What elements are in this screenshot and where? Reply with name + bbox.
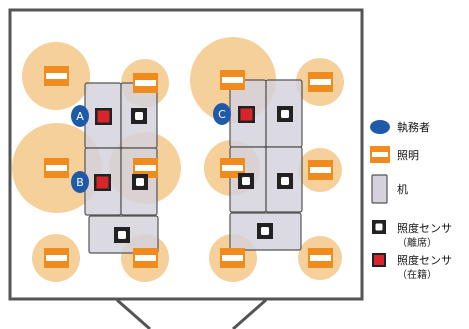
legend-sensor-present: 照度センサ （在籍） xyxy=(372,253,452,281)
sensor-absent-legend-icon xyxy=(372,220,386,234)
sensor-present xyxy=(238,106,255,123)
light-fixture xyxy=(308,72,333,92)
door-opening xyxy=(116,298,267,329)
sensor-absent xyxy=(277,106,293,122)
sensor-absent xyxy=(132,174,148,190)
desk-legend-icon xyxy=(371,174,388,204)
light-fixture xyxy=(44,248,69,268)
person-label: B xyxy=(76,176,84,189)
person-a: A xyxy=(71,105,89,127)
light-fixture xyxy=(133,73,158,93)
workers: A B C xyxy=(71,103,231,193)
sensor-absent xyxy=(131,108,147,124)
sensors xyxy=(94,106,293,243)
sensor-absent xyxy=(277,173,293,189)
legend-desk-label: 机 xyxy=(397,182,408,196)
light-fixture xyxy=(133,158,158,178)
legend-lighting: 照明 xyxy=(370,146,419,163)
sensor-present xyxy=(95,108,112,125)
light-fixture xyxy=(308,160,333,180)
person-label: C xyxy=(218,108,226,121)
worker-legend-icon xyxy=(370,120,390,134)
legend: 執務者 照明 机 照度センサ （離席） 照度センサ （在籍） xyxy=(370,120,452,281)
legend-lighting-label: 照明 xyxy=(397,149,419,162)
sensor-present xyxy=(94,174,111,191)
legend-sensor-absent: 照度センサ （離席） xyxy=(372,220,452,249)
person-label: A xyxy=(76,110,84,123)
light-fixture xyxy=(44,158,69,178)
sensor-absent xyxy=(114,227,130,243)
lighting-legend-icon xyxy=(370,146,390,163)
person-b: B xyxy=(71,171,89,193)
light-fixture xyxy=(133,248,158,268)
legend-worker-label: 執務者 xyxy=(397,120,430,134)
light-fixture xyxy=(220,70,245,90)
sensor-absent xyxy=(238,173,254,189)
sensor-absent xyxy=(257,223,273,239)
legend-sensor-present-sub: （在籍） xyxy=(397,268,437,281)
legend-sensor-present-label: 照度センサ xyxy=(397,253,452,267)
light-fixtures xyxy=(44,66,333,268)
legend-sensor-absent-sub: （離席） xyxy=(397,236,437,249)
light-fixture xyxy=(44,66,69,86)
light-fixture xyxy=(220,248,245,268)
legend-sensor-absent-label: 照度センサ xyxy=(397,221,452,235)
sensor-present-legend-icon xyxy=(372,253,386,267)
legend-worker: 執務者 xyxy=(370,120,430,134)
light-fixture xyxy=(308,248,333,268)
legend-desk: 机 xyxy=(371,174,408,204)
person-c: C xyxy=(213,103,231,125)
